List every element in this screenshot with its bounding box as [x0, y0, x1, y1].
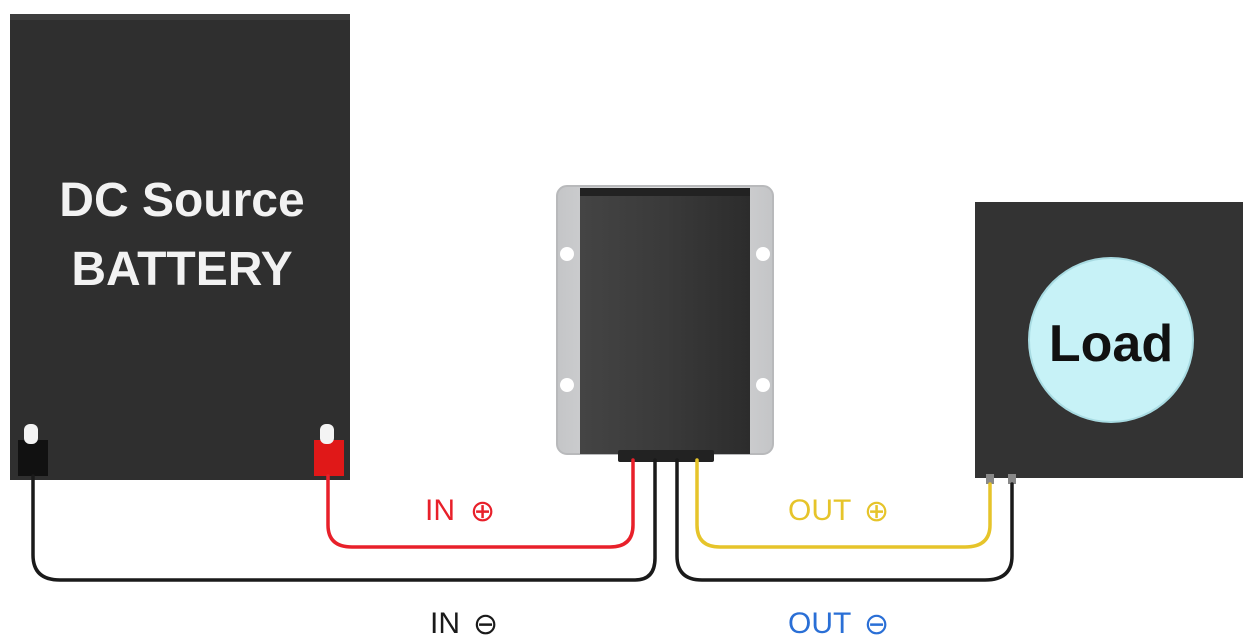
mount-hole — [560, 247, 574, 261]
wire-in-negative — [31, 458, 657, 582]
label-in-negative: IN ⊖ — [430, 607, 498, 639]
label-in-positive-text: IN — [425, 494, 455, 527]
plus-circle-icon: ⊕ — [470, 495, 495, 528]
dc-converter — [556, 185, 774, 462]
wire-out-positive — [695, 458, 992, 549]
label-out-positive: OUT ⊕ — [788, 494, 889, 528]
label-out-negative-text: OUT — [788, 607, 851, 639]
mount-hole — [560, 378, 574, 392]
label-out-negative: OUT ⊖ — [788, 607, 889, 639]
battery-negative-terminal — [18, 424, 48, 476]
mount-hole — [756, 247, 770, 261]
load-label: Load — [1049, 315, 1173, 373]
label-in-positive: IN ⊕ — [425, 494, 495, 528]
load-device: Load — [975, 202, 1243, 484]
minus-circle-icon: ⊖ — [864, 608, 889, 639]
label-in-negative-text: IN — [430, 607, 460, 639]
plus-circle-icon: ⊕ — [864, 495, 889, 528]
battery-label-line1: DC Source — [59, 174, 304, 227]
load-circle — [1028, 257, 1194, 423]
wire-in-positive — [326, 458, 635, 549]
battery-body — [10, 14, 350, 480]
battery-label-line2: BATTERY — [71, 243, 292, 296]
wire-out-negative — [675, 458, 1014, 582]
mount-hole — [756, 378, 770, 392]
battery: DC Source BATTERY — [10, 14, 350, 480]
minus-circle-icon: ⊖ — [473, 608, 498, 639]
converter-cable-gland — [618, 450, 714, 462]
converter-body — [580, 188, 750, 454]
label-out-positive-text: OUT — [788, 494, 851, 527]
battery-positive-terminal — [314, 424, 344, 476]
